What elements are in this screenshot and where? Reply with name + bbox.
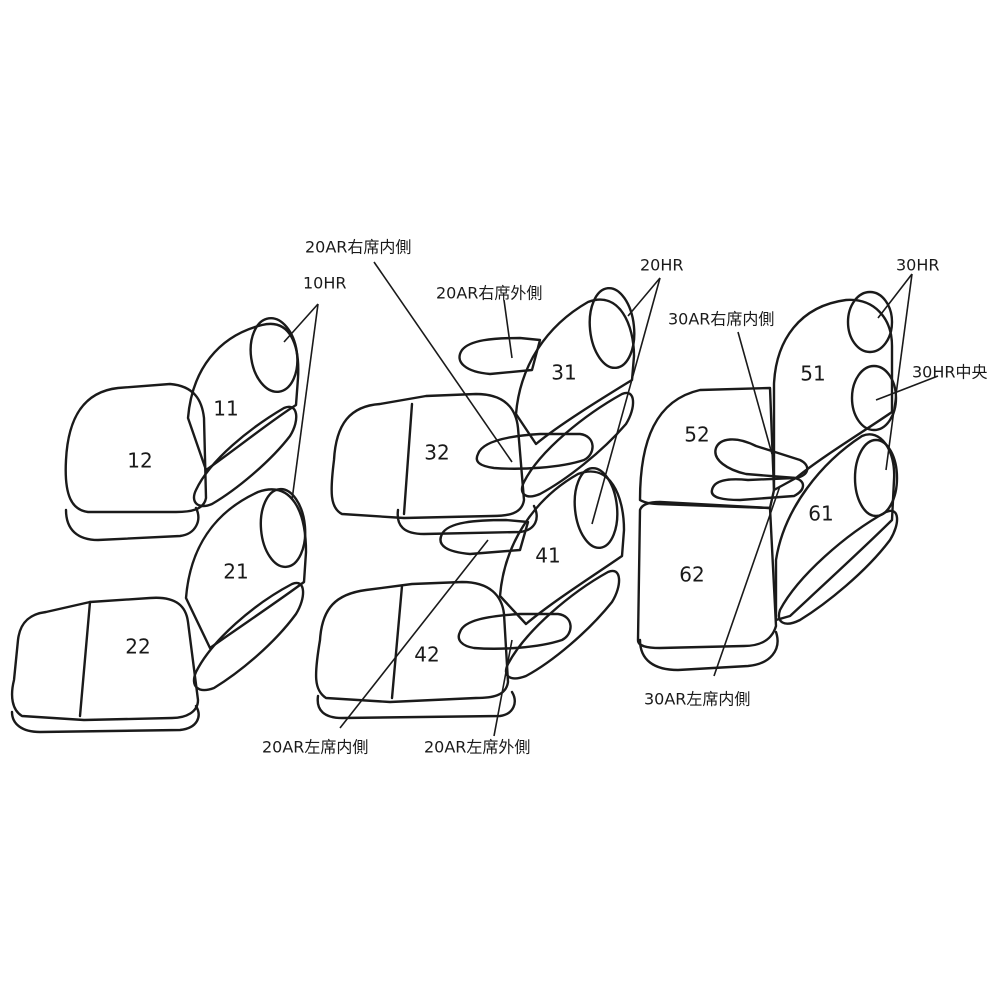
leader-30ar-left-inner: [713, 485, 781, 677]
seat-32-divider: [402, 402, 414, 516]
label-20ar-right-outer: 20AR右席外側: [436, 284, 542, 303]
leader-10hr-a: [283, 303, 319, 343]
second-row-seat-lower: [314, 466, 626, 720]
label-20ar-right-inner: 20AR右席内側: [305, 238, 411, 257]
seat-31-outer-armrest: [458, 336, 542, 376]
seat-41-outer-armrest: [439, 518, 530, 556]
seat-32-inner-armrest: [475, 432, 594, 470]
seat-21-side-bolster: [192, 581, 305, 692]
third-row-bench: [636, 290, 899, 672]
seat-number-61: 61: [808, 502, 833, 526]
label-30ar-left-inner: 30AR左席内側: [644, 690, 750, 709]
seat-21-backrest: [184, 488, 308, 650]
seat-22-cushion: [10, 596, 200, 722]
seat-32-front-band: [396, 504, 538, 536]
leader-30ar-right-inner: [737, 331, 773, 455]
label-30hr: 30HR: [896, 256, 940, 275]
seat-number-51: 51: [800, 362, 825, 386]
seat-61-side-bolster: [777, 509, 899, 625]
label-20ar-left-outer: 20AR左席外側: [424, 738, 530, 757]
seat-42-inner-armrest: [457, 612, 572, 650]
seat-41-side-bolster: [504, 569, 621, 680]
leader-30hr-b: [885, 273, 913, 471]
headrest-10hr-upper: [249, 317, 299, 393]
leader-30hr-a: [877, 273, 913, 319]
headrest-30hr-right: [846, 290, 894, 354]
label-10hr: 10HR: [303, 274, 347, 293]
seat-42-cushion: [314, 580, 510, 704]
seat-number-32: 32: [424, 441, 449, 465]
armrest-30ar-right-inner: [714, 438, 809, 480]
second-row-seat-upper: [330, 286, 636, 536]
seat-12-front-band: [64, 506, 200, 542]
seat-52-cushion: [638, 386, 776, 510]
headrest-20hr-upper: [588, 286, 636, 370]
seat-number-31: 31: [551, 361, 576, 385]
front-seat-upper: [64, 317, 300, 542]
seat-42-divider: [390, 584, 404, 700]
front-seat-lower: [10, 487, 308, 734]
seat-12-cushion: [64, 382, 208, 514]
seat-number-41: 41: [535, 544, 560, 568]
seat-41-backrest: [498, 470, 626, 626]
seat-42-front-band: [316, 690, 516, 720]
seat-22-front-band: [10, 704, 200, 734]
leader-20hr-a: [627, 277, 661, 317]
seat-11-side-bolster: [192, 405, 298, 508]
seat-31-side-bolster: [520, 391, 635, 498]
seat-number-21: 21: [223, 560, 248, 584]
seat-51-backrest: [772, 298, 894, 492]
seat-62-cushion: [636, 500, 778, 650]
headrest-10hr-lower: [259, 487, 307, 569]
leader-20ar-left-inner: [339, 539, 489, 729]
leader-30hr-center: [875, 375, 939, 401]
leader-20ar-left-outer: [493, 639, 513, 737]
seat-number-62: 62: [679, 563, 704, 587]
headrest-20hr-lower: [573, 466, 619, 550]
armrest-30ar-left-inner: [710, 476, 805, 502]
seat-number-11: 11: [213, 397, 238, 421]
seat-22-divider: [78, 600, 92, 718]
leader-10hr-b: [291, 303, 319, 501]
seat-number-12: 12: [127, 449, 152, 473]
label-30hr-center: 30HR中央: [912, 363, 988, 382]
seat-62-front-band: [638, 630, 779, 672]
leader-20ar-right-outer: [503, 299, 513, 359]
seat-32-cushion: [330, 392, 526, 520]
label-20ar-left-inner: 20AR左席内側: [262, 738, 368, 757]
headrest-30hr-left: [853, 438, 899, 518]
seat-61-backrest: [774, 433, 896, 622]
headrest-30hr-center: [850, 364, 898, 432]
seat-number-52: 52: [684, 423, 709, 447]
leader-20ar-right-inner: [373, 261, 513, 463]
label-30ar-right-inner: 30AR右席内側: [668, 310, 774, 329]
seat-number-42: 42: [414, 643, 439, 667]
seat-number-22: 22: [125, 635, 150, 659]
label-20hr: 20HR: [640, 256, 684, 275]
leader-20hr-b: [591, 277, 661, 525]
